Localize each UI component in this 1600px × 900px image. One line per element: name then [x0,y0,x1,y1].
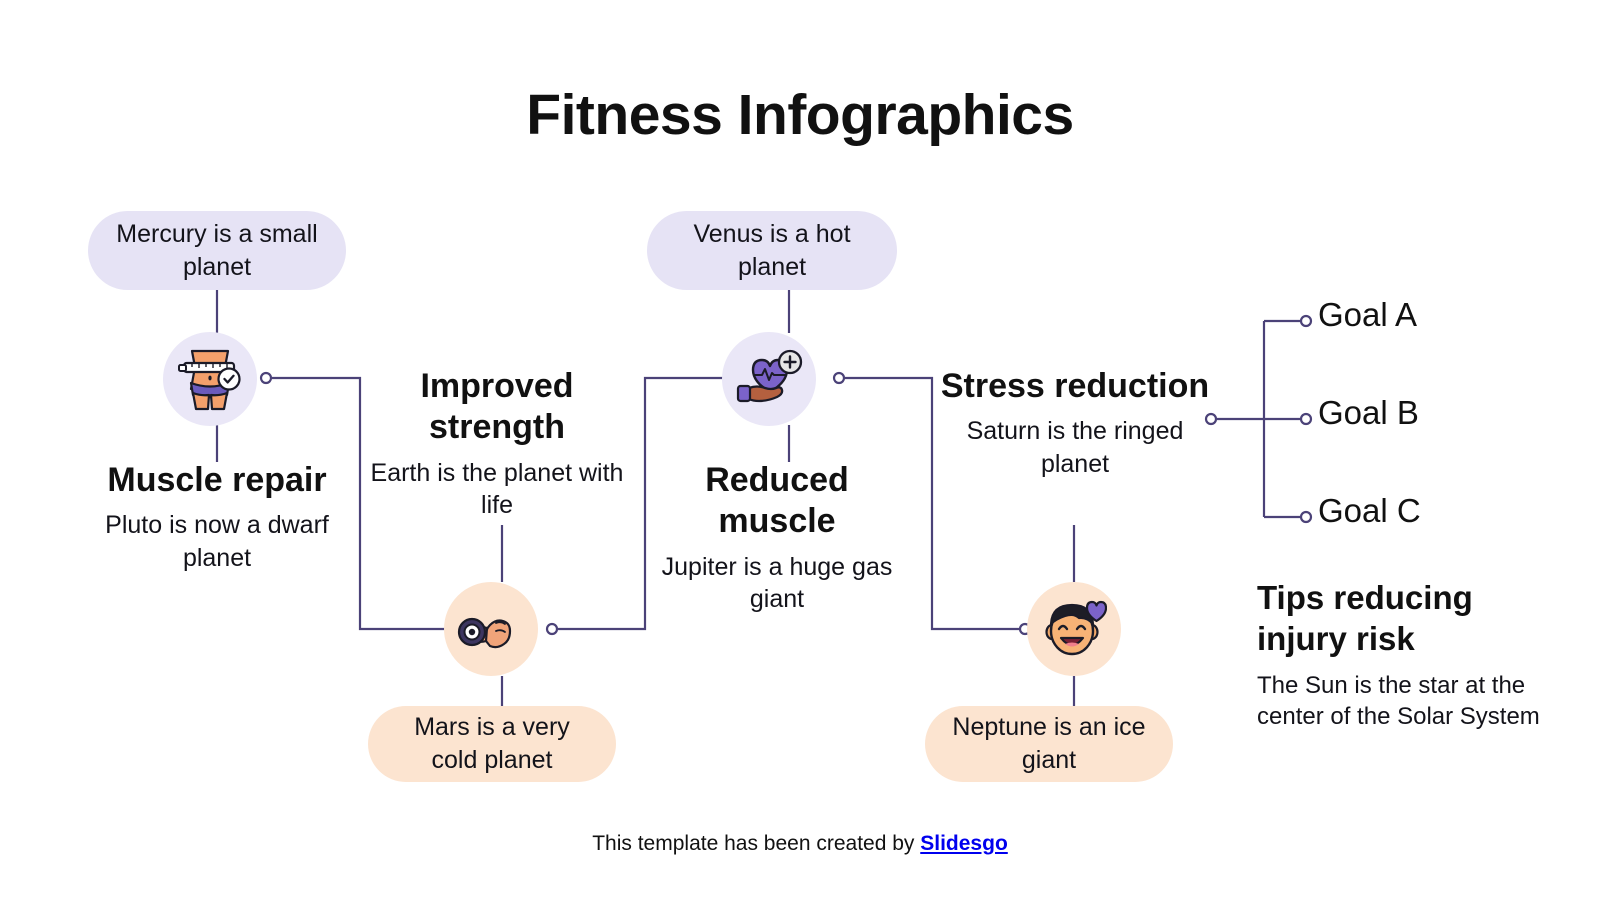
connector-dot-goal-c [1299,510,1313,524]
tips-body: The Sun is the star at the center of the… [1257,671,1540,731]
connector-dot-goal-b [1299,412,1313,426]
goal-label-c: Goal C [1318,492,1421,529]
node-desc-muscle-repair: Pluto is now a dwarf planet [105,511,329,572]
node-title-muscle-repair: Muscle repair [107,461,327,499]
goal-label-b: Goal B [1318,394,1419,431]
node-title-stress-reduction: Stress reduction [940,367,1210,405]
hand-heart-plus-icon [736,349,803,403]
icon-circle-reduced-muscle[interactable] [722,332,816,426]
node-text-stress-reduction: Stress reduction Saturn is the ringed pl… [940,366,1210,480]
waist-measure-icon [178,349,241,411]
node-desc-improved-strength: Earth is the planet with life [370,458,624,520]
tips-title: Tips reducing injury risk [1257,579,1473,657]
pill-text: Mercury is a small planet [116,219,318,281]
pill-text: Neptune is an ice giant [952,713,1146,774]
pill-venus: Venus is a hot planet [647,211,897,290]
pill-mercury: Mercury is a small planet [88,211,346,290]
connector-dot-node2-right [545,622,559,636]
happy-face-heart-icon [1045,600,1107,656]
connector-dot-node3-right [832,371,846,385]
node-title-improved-strength: Improved strength [420,367,574,447]
page-title: Fitness Infographics [526,83,1074,147]
node-text-reduced-muscle: Reduced muscle Jupiter is a huge gas gia… [642,460,912,616]
footer-credit: This template has been created by Slides… [0,832,1600,856]
footer-text: This template has been created by [592,832,921,855]
connector-dot-goal-a [1299,314,1313,328]
node-desc-reduced-muscle: Jupiter is a huge gas giant [661,552,893,614]
icon-circle-stress-reduction[interactable] [1027,582,1121,676]
slidesgo-link[interactable]: Slidesgo [920,832,1008,855]
tips-block: Tips reducing injury risk The Sun is the… [1257,578,1547,733]
pill-mars: Mars is a very cold planet [368,706,616,782]
connector-dot-node1-right [259,371,273,385]
icon-circle-muscle-repair[interactable] [163,332,257,426]
icon-circle-improved-strength[interactable] [444,582,538,676]
bicep-dumbbell-icon [457,617,512,649]
node-desc-stress-reduction: Saturn is the ringed planet [966,417,1184,478]
node-title-reduced-muscle: Reduced muscle [705,461,849,541]
node-text-muscle-repair: Muscle repair Pluto is now a dwarf plane… [82,460,352,574]
pill-neptune: Neptune is an ice giant [925,706,1173,782]
pill-text: Mars is a very cold planet [414,713,570,774]
pill-text: Venus is a hot planet [693,219,851,281]
node-text-improved-strength: Improved strength Earth is the planet wi… [362,366,632,522]
goal-label-a: Goal A [1318,296,1418,333]
